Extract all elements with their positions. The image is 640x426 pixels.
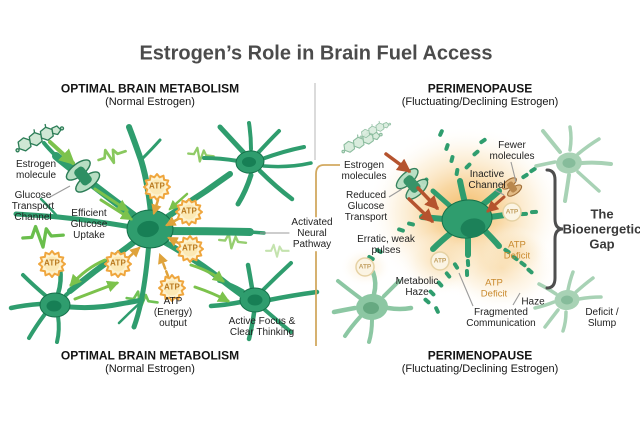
label-metabolic-haze: Metabolic Haze — [395, 275, 439, 298]
pointer-lines — [49, 161, 521, 307]
label-deficit-slump: Deficit / Slump — [585, 306, 619, 329]
faded-neuron-top-right — [534, 125, 613, 203]
faded-atp-icons — [355, 202, 522, 277]
label-atp-deficit: ATP Deficit — [480, 277, 508, 299]
atp-burst-label: ATP — [109, 258, 127, 268]
brace-icon — [545, 168, 564, 290]
faded-atp-icon — [355, 257, 375, 277]
pulse-icon — [264, 243, 290, 258]
faded-atp-icon — [502, 202, 522, 222]
pulse-icon — [186, 145, 216, 164]
left-panel-header: OPTIMAL BRAIN METABOLISM — [60, 81, 240, 96]
atp-burst-label: ATP — [181, 243, 199, 253]
neuron-top-right — [202, 121, 313, 207]
label-erratic-weak-pulses: Erratic, weak pulses — [357, 233, 415, 256]
glucose-flow-arrows — [48, 140, 231, 303]
label-estrogen-molecules: Estrogen molecules — [341, 159, 387, 182]
label-bioenergetic-gap: The Bioenergetic Gap — [562, 206, 640, 252]
faded-atp-label: ATP — [505, 208, 519, 216]
panel-divider — [314, 83, 340, 346]
atp-burst-label: ATP — [43, 258, 61, 268]
label-atp-deficit: ATP Deficit — [503, 239, 531, 261]
pulse-icon — [20, 223, 66, 251]
page-title: Estrogen’s Role in Brain Fuel Access — [139, 42, 493, 65]
right-panel-subheader: (Fluctuating/Declining Estrogen) — [401, 95, 559, 108]
left-panel-caption-sub: (Normal Estrogen) — [105, 362, 195, 375]
faded-atp-icon — [430, 251, 450, 271]
right-panel-caption-sub: (Fluctuating/Declining Estrogen) — [401, 362, 559, 375]
pulse-icon — [94, 142, 130, 169]
faded-atp-label: ATP — [433, 257, 447, 265]
label-glucose-transport-channel: Glucose Transport Channel — [11, 190, 55, 224]
label-efficient-glucose-uptake: Efficient Glucose Uptake — [70, 208, 108, 242]
label-atp-energy-output: ATP (Energy) output — [153, 296, 193, 330]
atp-burst-label: ATP — [148, 181, 166, 191]
label-active-focus: Active Focus & Clear Thinking — [228, 315, 296, 338]
faded-atp-label: ATP — [358, 263, 372, 271]
label-fragmented-communication: Fragmented Communication — [466, 306, 536, 329]
neuron-bottom-left — [8, 265, 145, 344]
label-haze: Haze — [521, 296, 545, 308]
left-panel-subheader: (Normal Estrogen) — [105, 95, 195, 108]
atp-burst-label: ATP — [163, 282, 181, 292]
label-activated-neural-pathway: Activated Neural Pathway — [289, 217, 335, 251]
neuron-bottom-right — [208, 261, 320, 342]
left-panel-caption: OPTIMAL BRAIN METABOLISM — [60, 348, 240, 363]
right-panel-header: PERIMENOPAUSE — [427, 81, 533, 96]
label-fewer-molecules: Fewer molecules — [489, 139, 535, 162]
inactive-channel-icon — [501, 177, 523, 197]
right-panel-caption: PERIMENOPAUSE — [427, 348, 533, 363]
reduced-flow-arrows — [384, 152, 506, 223]
faded-neuron-left — [331, 269, 414, 344]
atp-burst-label: ATP — [180, 206, 198, 216]
label-inactive-channel: Inactive Channel — [468, 168, 506, 191]
label-estrogen-molecule: Estrogen molecule — [15, 158, 57, 181]
label-reduced-glucose-transport: Reduced Glucose Transport — [344, 190, 388, 224]
